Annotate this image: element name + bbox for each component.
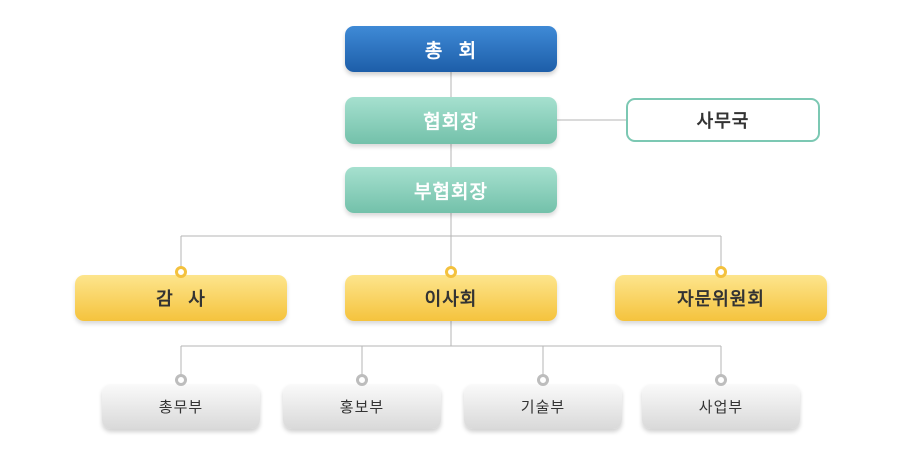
general-affairs-box: 총무부 — [102, 384, 260, 429]
board-of-directors-box: 이사회 — [345, 275, 557, 321]
advisory-committee-label: 자문위원회 — [677, 289, 765, 310]
president-box: 협회장 — [345, 97, 557, 144]
public-relations-label: 홍보부 — [339, 398, 385, 416]
audit-box: 감 사 — [75, 275, 287, 321]
advisory-committee-box: 자문위원회 — [615, 275, 827, 321]
general-affairs-label: 총무부 — [158, 398, 204, 416]
technology-box: 기술부 — [464, 384, 622, 429]
technology-connector-dot — [537, 374, 549, 386]
advisory-connector-dot — [715, 266, 727, 278]
board-connector-dot — [445, 266, 457, 278]
audit-connector-dot — [175, 266, 187, 278]
general-assembly-box: 총 회 — [345, 26, 557, 72]
technology-label: 기술부 — [520, 398, 566, 416]
audit-label: 감 사 — [156, 289, 206, 310]
general-assembly-label: 총 회 — [424, 39, 478, 62]
president-label: 협회장 — [423, 111, 479, 133]
secretariat-box: 사무국 — [626, 98, 820, 142]
vice-president-box: 부협회장 — [345, 167, 557, 213]
public-relations-box: 홍보부 — [283, 384, 441, 429]
secretariat-label: 사무국 — [696, 111, 750, 132]
board-of-directors-label: 이사회 — [424, 289, 478, 310]
business-connector-dot — [715, 374, 727, 386]
vice-president-label: 부협회장 — [414, 180, 488, 203]
general-affairs-connector-dot — [175, 374, 187, 386]
business-box: 사업부 — [642, 384, 800, 429]
business-label: 사업부 — [698, 398, 744, 416]
public-relations-connector-dot — [356, 374, 368, 386]
